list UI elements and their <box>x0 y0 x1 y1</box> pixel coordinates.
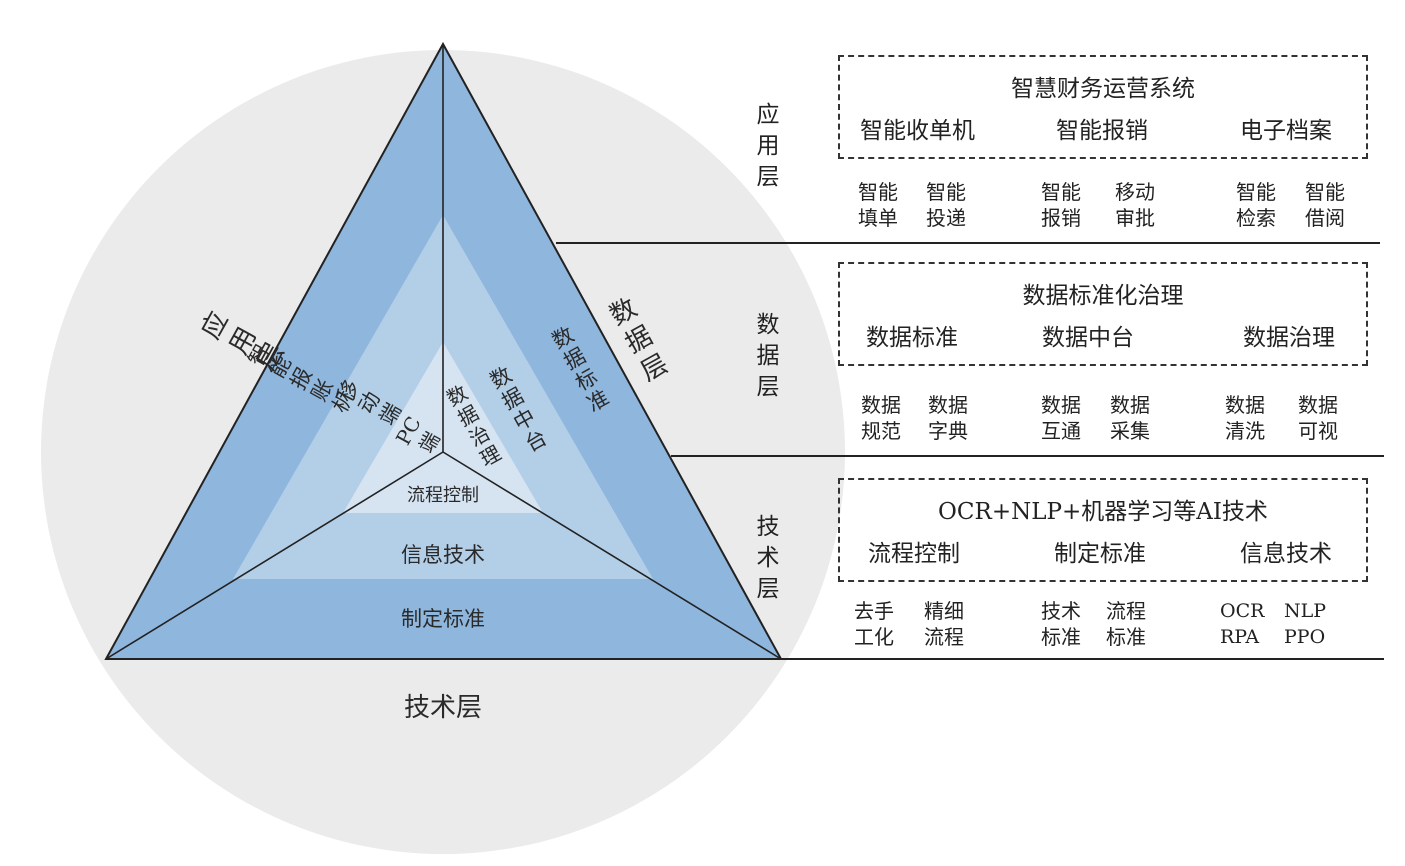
detail-item: 技术标准 <box>1041 599 1081 649</box>
tech-outer-label: 制定标准 <box>401 607 485 631</box>
box-item: 信息技术 <box>1240 541 1332 567</box>
divider-left <box>105 451 444 660</box>
detail-item: 智能报销 <box>1041 180 1081 230</box>
detail-item: 精细流程 <box>924 599 964 649</box>
detail-item: 智能投递 <box>926 180 966 230</box>
box-item: 数据标准 <box>866 325 958 351</box>
detail-item: 智能填单 <box>858 180 898 230</box>
layer-label-data: 数据层 <box>756 312 780 400</box>
layer-label-tech: 技术层 <box>756 514 780 602</box>
box-item: 流程控制 <box>868 541 960 567</box>
box-title: 智慧财务运营系统 <box>1011 76 1195 102</box>
detail-item: 数据采集 <box>1110 393 1150 443</box>
tech-middle-label: 信息技术 <box>401 543 485 567</box>
detail-item: 数据互通 <box>1041 393 1081 443</box>
box-title: OCR+NLP+机器学习等AI技术 <box>938 499 1268 525</box>
bottom-side-label: 技术层 <box>404 693 482 723</box>
application-layer-box: 智慧财务运营系统 智能收单机 智能报销 电子档案 <box>838 55 1368 159</box>
detail-item: 数据字典 <box>928 393 968 443</box>
detail-item: 数据可视 <box>1298 393 1338 443</box>
detail-item: 智能借阅 <box>1305 180 1345 230</box>
box-item: 数据中台 <box>1042 325 1134 351</box>
tech-inner-label: 流程控制 <box>407 485 479 506</box>
divider-right <box>442 451 782 660</box>
detail-item: 智能检索 <box>1236 180 1276 230</box>
box-item: 智能收单机 <box>860 118 975 144</box>
box-title: 数据标准化治理 <box>1022 283 1184 309</box>
detail-item: 移动审批 <box>1115 180 1155 230</box>
detail-item: 去手工化 <box>854 599 894 649</box>
box-item: 智能报销 <box>1056 118 1148 144</box>
detail-item: 数据清洗 <box>1225 393 1265 443</box>
data-layer-box: 数据标准化治理 数据标准 数据中台 数据治理 <box>838 262 1368 366</box>
detail-item: 数据规范 <box>861 393 901 443</box>
box-item: 电子档案 <box>1240 118 1332 144</box>
box-item: 数据治理 <box>1243 325 1335 351</box>
detail-item: 流程标准 <box>1106 599 1146 649</box>
box-item: 制定标准 <box>1054 541 1146 567</box>
layer-label-application: 应用层 <box>756 102 780 190</box>
tech-layer-box: OCR+NLP+机器学习等AI技术 流程控制 制定标准 信息技术 <box>838 478 1368 582</box>
